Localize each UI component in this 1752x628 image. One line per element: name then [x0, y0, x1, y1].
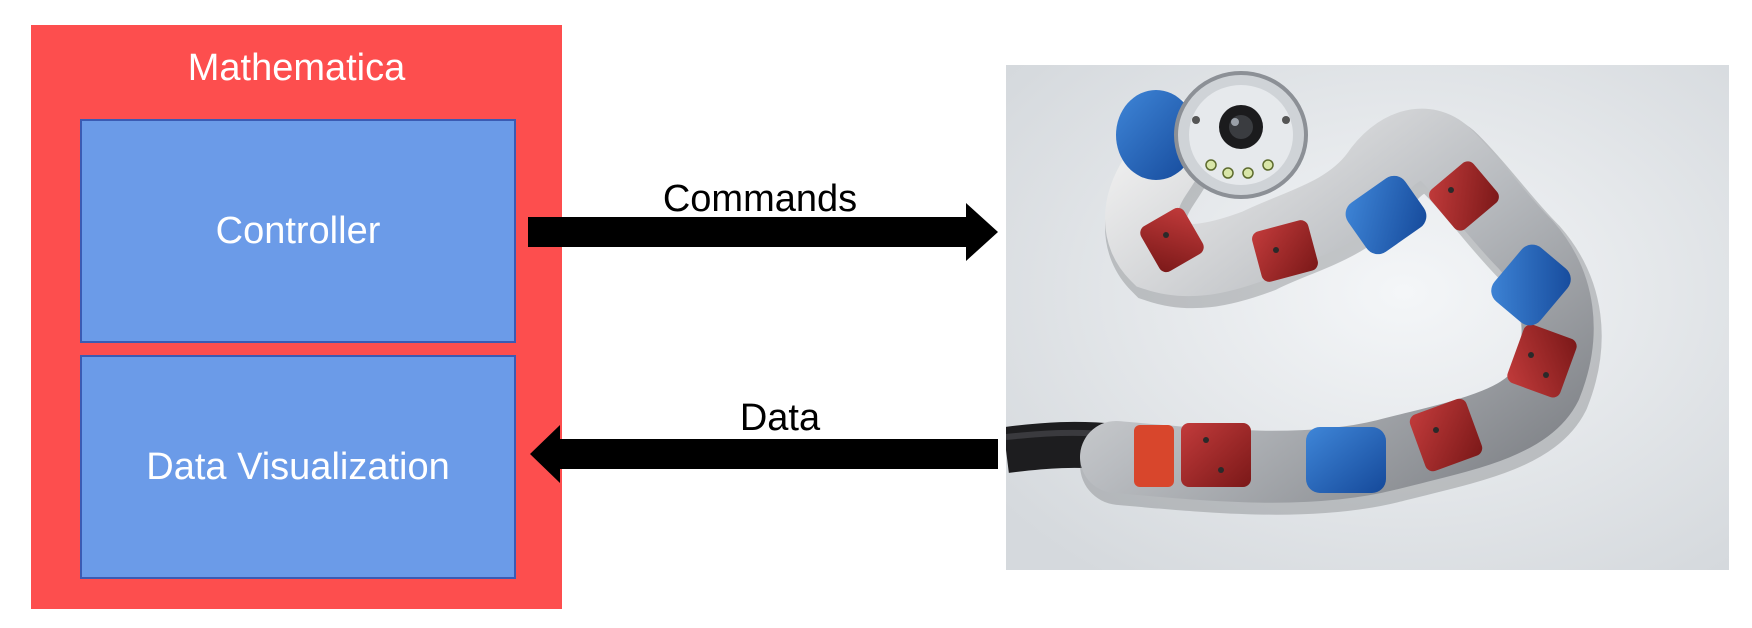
mathematica-label: Mathematica: [187, 47, 406, 89]
controller-label: Controller: [215, 209, 381, 252]
snake-robot-photo: [1006, 65, 1729, 570]
mathematica-box: Mathematica Controller Data Visualizatio…: [31, 25, 562, 609]
data-label: Data: [739, 397, 821, 439]
data-arrow: [530, 425, 998, 483]
arrows-layer: [528, 203, 998, 483]
data-visualization-label: Data Visualization: [146, 445, 450, 488]
data-arrow-shaft: [558, 439, 998, 469]
commands-arrow-shaft: [528, 217, 968, 247]
commands-label: Commands: [662, 178, 858, 220]
data-visualization-box: Data Visualization: [80, 355, 516, 579]
data-arrow-head: [530, 425, 560, 483]
controller-box: Controller: [80, 119, 516, 343]
commands-arrow-head: [966, 203, 998, 261]
commands-arrow: [528, 203, 998, 261]
